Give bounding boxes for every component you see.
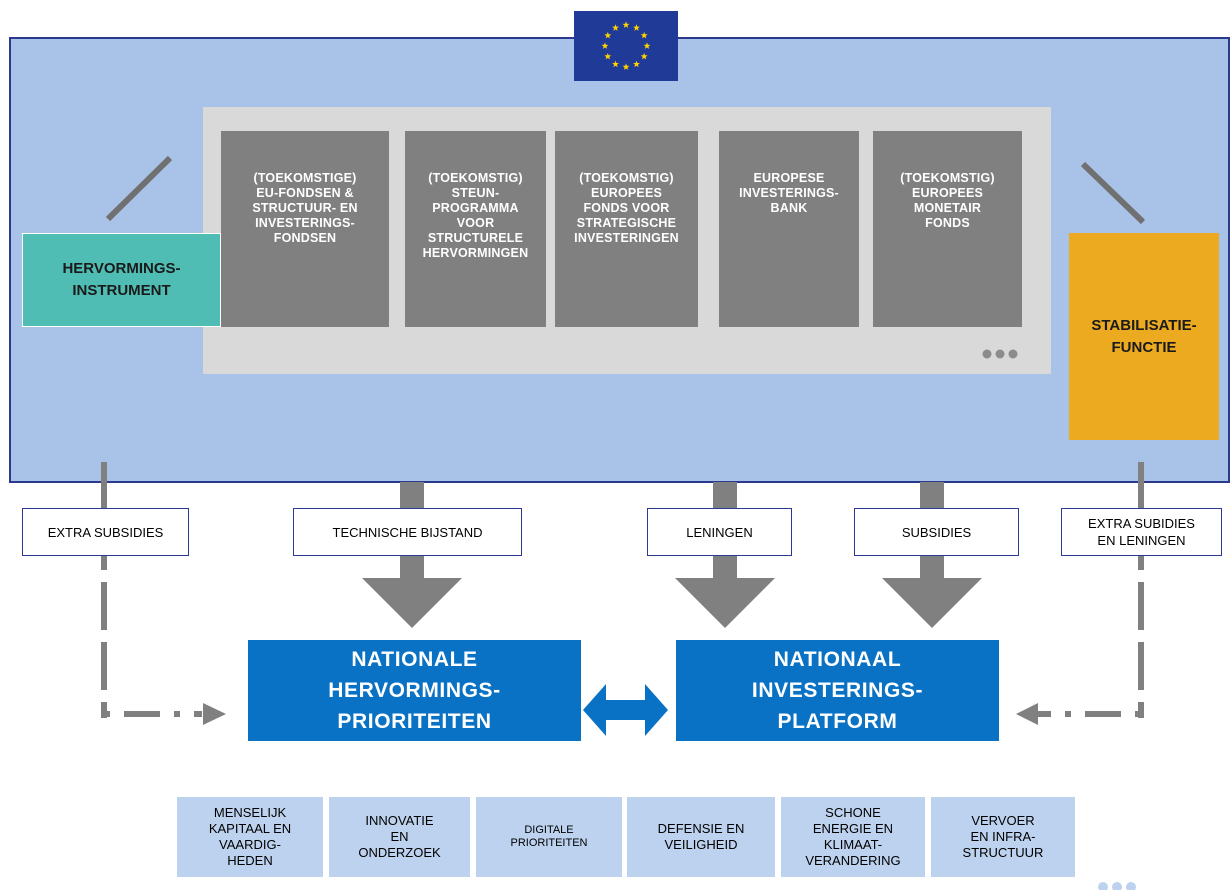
eu-star bbox=[633, 24, 640, 31]
arrowhead-subsidies bbox=[882, 578, 982, 628]
priority-innovation-research: INNOVATIE EN ONDERZOEK bbox=[329, 797, 470, 877]
eu-star bbox=[643, 42, 651, 49]
eu-star bbox=[601, 42, 609, 49]
eu-star bbox=[633, 60, 640, 68]
eu-star bbox=[612, 24, 619, 31]
label-extra-subsidies-loans: EXTRA SUBIDIES EN LENINGEN bbox=[1061, 508, 1222, 556]
label-subsidies: SUBSIDIES bbox=[854, 508, 1019, 556]
ellipsis-icon bbox=[982, 349, 1018, 359]
national-investment-platform: NATIONAAL INVESTERINGS- PLATFORM bbox=[676, 640, 999, 741]
fund-eu-structural-funds: (TOEKOMSTIGE) EU-FONDSEN & STRUCTUUR- EN… bbox=[221, 131, 389, 327]
fund-structural-reform-support: (TOEKOMSTIG) STEUN- PROGRAMMA VOOR STRUC… bbox=[405, 131, 546, 327]
arrowhead-loans bbox=[675, 578, 775, 628]
arrowhead-technical-assistance bbox=[362, 578, 462, 628]
label-extra-subsidies: EXTRA SUBSIDIES bbox=[22, 508, 189, 556]
diagonal-connector-right bbox=[1080, 161, 1146, 225]
priority-clean-energy-climate: SCHONE ENERGIE EN KLIMAAT- VERANDERING bbox=[781, 797, 925, 877]
fund-european-monetary-fund: (TOEKOMSTIG) EUROPEES MONETAIR FONDS bbox=[873, 131, 1022, 327]
label-loans: LENINGEN bbox=[647, 508, 792, 556]
eu-star bbox=[604, 52, 612, 60]
eu-star bbox=[612, 60, 619, 68]
priority-human-capital: MENSELIJK KAPITAAL EN VAARDIG- HEDEN bbox=[177, 797, 323, 877]
eu-star bbox=[622, 21, 630, 28]
stabilisation-function-box: STABILISATIE- FUNCTIE bbox=[1069, 233, 1219, 440]
fund-european-investment-bank: EUROPESE INVESTERINGS- BANK bbox=[719, 131, 859, 327]
eu-stars bbox=[601, 21, 651, 70]
diagonal-connector-left bbox=[105, 155, 173, 222]
priority-defence-security: DEFENSIE EN VEILIGHEID bbox=[627, 797, 775, 877]
eu-flag-icon bbox=[574, 11, 678, 81]
eu-star bbox=[640, 52, 648, 60]
label-technical-assistance: TECHNISCHE BIJSTAND bbox=[293, 508, 522, 556]
double-arrow bbox=[583, 684, 668, 736]
reform-instrument-box: HERVORMINGS- INSTRUMENT bbox=[22, 233, 221, 327]
priority-digital: DIGITALE PRIORITEITEN bbox=[476, 797, 622, 877]
eu-star bbox=[604, 31, 612, 39]
fund-strategic-investments: (TOEKOMSTIG) EUROPEES FONDS VOOR STRATEG… bbox=[555, 131, 698, 327]
arrowhead-dashed-left bbox=[203, 703, 226, 725]
ellipsis-icon-bottom bbox=[1098, 882, 1136, 890]
national-reform-priorities: NATIONALE HERVORMINGS- PRIORITEITEN bbox=[248, 640, 581, 741]
arrowhead-dashed-right bbox=[1016, 703, 1038, 725]
priority-transport-infrastructure: VERVOER EN INFRA- STRUCTUUR bbox=[931, 797, 1075, 877]
eu-star bbox=[640, 31, 648, 39]
eu-star bbox=[622, 63, 630, 70]
